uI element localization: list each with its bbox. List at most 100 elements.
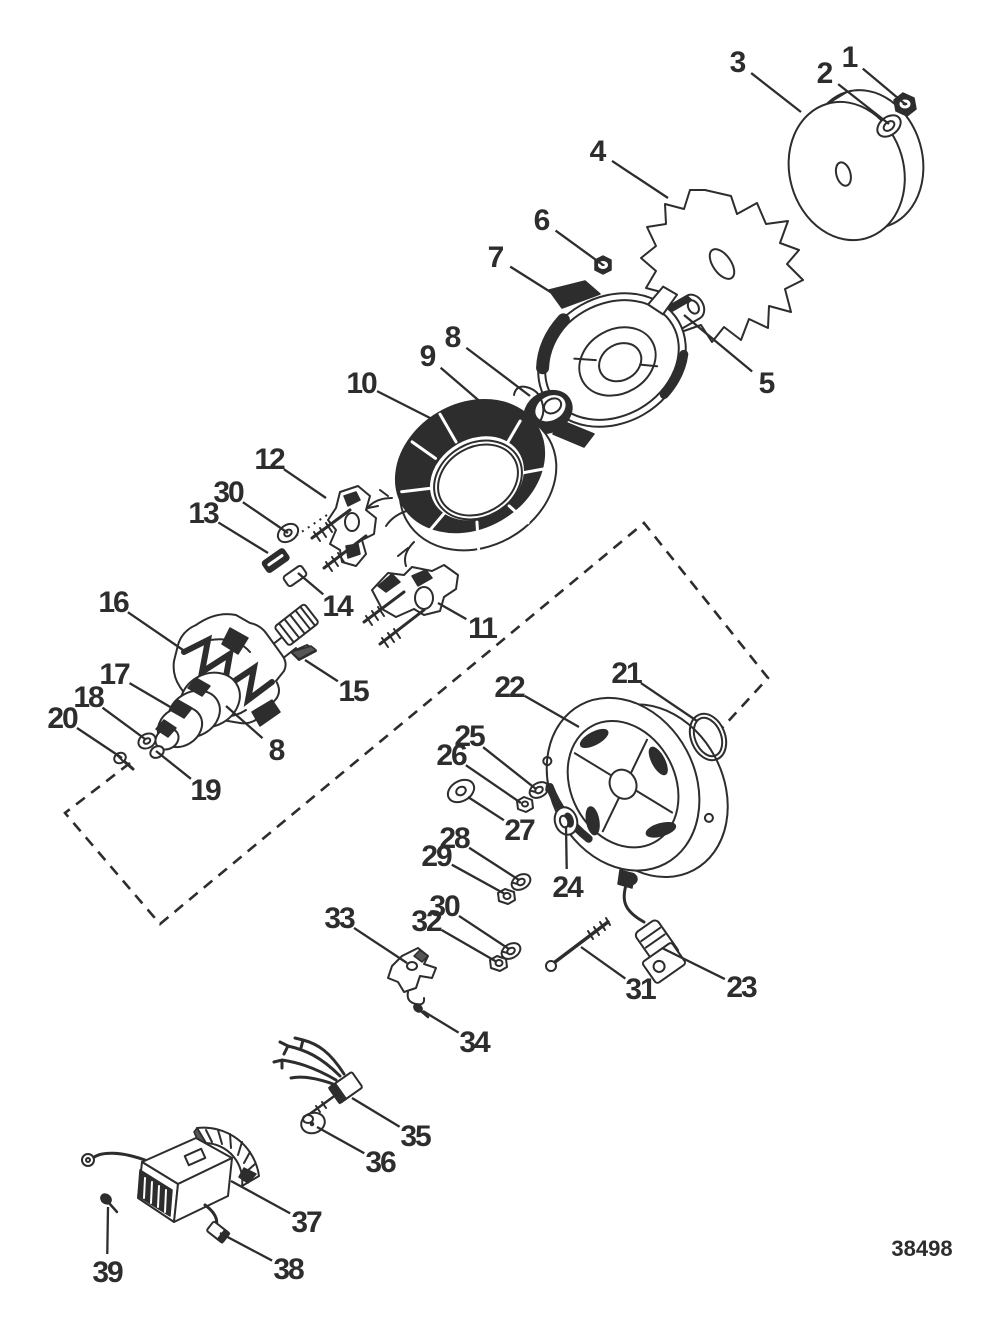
part-38-voltage-regulator	[81, 1137, 233, 1244]
leader-line-24	[564, 825, 568, 870]
callout-label-25-25: 25	[454, 720, 485, 753]
callout-label-13-12: 13	[188, 497, 219, 530]
callout-label-27-27: 27	[504, 814, 535, 847]
callout-label-39-40: 39	[92, 1256, 123, 1289]
part-16-rotor	[172, 603, 319, 727]
part-17-slip-rings	[154, 671, 241, 751]
callout-label-16-15: 16	[98, 586, 129, 619]
leader-line-15	[304, 659, 339, 683]
callout-label-21-21: 21	[611, 657, 642, 690]
part-27-washer	[446, 778, 476, 804]
callout-label-34-35: 34	[459, 1026, 491, 1059]
leader-line-33	[353, 926, 408, 964]
leader-line-30	[458, 914, 510, 950]
leader-line-32	[441, 929, 498, 963]
leader-line-37	[230, 1179, 291, 1215]
callout-label-30-31: 30	[429, 890, 460, 923]
callout-layer: 1234567891011121314151617181920821222324…	[47, 41, 906, 1289]
part-23-capacitor	[622, 872, 687, 984]
leader-line-21	[640, 682, 698, 722]
leader-line-8	[465, 346, 531, 397]
leader-line-39	[106, 1206, 110, 1255]
callout-label-20-19: 20	[47, 702, 78, 735]
part-26-nut	[516, 796, 534, 813]
leader-line-30	[242, 501, 289, 534]
leader-line-14	[297, 572, 325, 596]
callout-label-6-5: 6	[534, 204, 550, 237]
callout-label-12-11: 12	[254, 443, 285, 476]
callout-label-28-28: 28	[439, 822, 470, 855]
leader-line-31	[580, 946, 627, 980]
callout-label-19-18: 19	[190, 774, 221, 807]
leader-line-16	[127, 611, 184, 651]
part-13-brush	[261, 548, 290, 573]
callout-label-8-7: 8	[445, 321, 461, 354]
part-34-screw	[413, 1003, 430, 1019]
callout-label-14-13: 14	[322, 590, 354, 623]
leader-line-36	[316, 1125, 365, 1155]
part-36-nut	[300, 1111, 326, 1135]
leader-line-18	[101, 706, 146, 740]
callout-label-7-6: 7	[488, 241, 504, 274]
leader-line-6	[554, 229, 604, 266]
part-14-brush	[282, 564, 308, 588]
callout-label-37-38: 37	[291, 1206, 322, 1239]
callout-label-10-9: 10	[346, 367, 377, 400]
part-39-screw	[100, 1193, 119, 1214]
leader-line-5	[683, 314, 753, 373]
callout-label-22-22: 22	[494, 671, 525, 704]
leader-line-12	[283, 468, 327, 499]
callout-label-33-34: 33	[324, 902, 355, 935]
callout-label-1-0: 1	[842, 41, 858, 74]
callout-label-36-37: 36	[365, 1146, 396, 1179]
leader-line-25	[482, 746, 537, 790]
leader-line-26	[465, 764, 522, 804]
leader-line-4	[611, 159, 669, 199]
callout-label-23-23: 23	[726, 971, 757, 1004]
leader-line-29	[451, 863, 506, 896]
callout-label-38-39: 38	[273, 1253, 304, 1286]
leader-line-8	[225, 705, 264, 739]
callout-label-31-32: 31	[625, 973, 656, 1006]
part-31-screw	[545, 917, 611, 972]
leader-line-28	[468, 846, 520, 881]
part-12-brush-holder	[310, 485, 377, 572]
leader-line-19	[155, 750, 192, 780]
callout-label-24-24: 24	[552, 871, 584, 904]
drawing-number: 38498	[891, 1236, 952, 1261]
leader-line-1	[862, 67, 906, 105]
leader-line-34	[422, 1010, 460, 1034]
callout-label-18-17: 18	[73, 681, 104, 714]
part-7-front-housing	[536, 280, 689, 448]
leader-line-13	[217, 521, 269, 554]
leader-line-22	[524, 694, 580, 728]
callout-label-26-26: 26	[436, 739, 467, 772]
callout-label-9-8: 9	[420, 340, 436, 373]
leader-line-20	[76, 727, 123, 759]
leader-line-38	[219, 1231, 273, 1262]
part-11-brush-holder	[362, 564, 459, 648]
part-28-lock-washer	[510, 873, 532, 891]
callout-label-15-14: 15	[338, 675, 369, 708]
callout-label-35-36: 35	[400, 1120, 431, 1153]
callout-label-4-3: 4	[590, 135, 607, 168]
part-35-wire-harness	[272, 1036, 363, 1115]
leader-line-35	[351, 1097, 401, 1128]
callout-label-11-10: 11	[468, 612, 497, 645]
callout-label-2-1: 2	[817, 57, 833, 90]
leader-line-3	[750, 72, 802, 113]
leader-line-2	[837, 83, 890, 125]
callout-label-5-4: 5	[759, 367, 775, 400]
callout-label-29-29: 29	[421, 840, 452, 873]
part-25-lock-washer	[528, 781, 550, 799]
part-10-stator	[365, 385, 558, 567]
dotted-alignment-line	[293, 514, 328, 538]
callout-label-17-16: 17	[99, 658, 130, 691]
callout-label-3-2: 3	[730, 46, 746, 79]
dashed-assembly-outline	[63, 521, 770, 926]
leader-line-9	[439, 366, 506, 424]
leader-line-17	[128, 682, 173, 709]
leader-line-7	[509, 265, 561, 299]
